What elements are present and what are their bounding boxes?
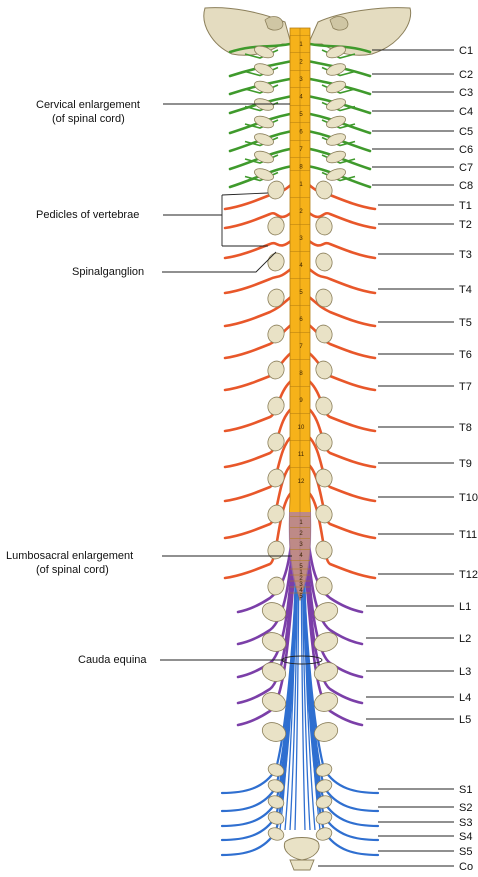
nerve-label-T8: T8	[459, 422, 472, 434]
nerve-label-T12: T12	[459, 569, 478, 581]
nerve-label-T1: T1	[459, 200, 472, 212]
spinal-cord: 123456781234567891011121234512345	[289, 28, 311, 600]
nerve-label-Co: Co	[459, 861, 473, 873]
vertebra-thoracic-right	[313, 467, 334, 489]
vertebra-thoracic-left	[265, 395, 286, 417]
nerve-label-C4: C4	[459, 106, 473, 118]
nerve-label-S1: S1	[459, 784, 472, 796]
vertebra-thoracic-left	[265, 467, 286, 489]
spinalganglion-leader	[162, 252, 276, 272]
nerve-label-T10: T10	[459, 492, 478, 504]
nerve-label-T3: T3	[459, 249, 472, 261]
nerve-label-T11: T11	[459, 529, 477, 541]
nerve-label-T7: T7	[459, 381, 472, 393]
cord-segment-thoracic-11: 11	[298, 452, 305, 458]
nerve-label-T9: T9	[459, 458, 472, 470]
nerve-label-C5: C5	[459, 126, 473, 138]
nerve-label-T6: T6	[459, 349, 472, 361]
nerve-label-S2: S2	[459, 802, 472, 814]
nerve-label-C2: C2	[459, 69, 473, 81]
vertebra-thoracic-right	[313, 179, 334, 201]
lumbosacral-enlargement-label: Lumbosacral enlargement	[6, 550, 133, 562]
vertebra-thoracic-right	[313, 323, 334, 345]
vertebra-thoracic-right	[313, 287, 334, 309]
nerve-label-C3: C3	[459, 87, 473, 99]
nerve-label-T2: T2	[459, 219, 472, 231]
vertebra-thoracic-left	[265, 539, 286, 561]
nerve-label-S3: S3	[459, 817, 472, 829]
coccyx	[284, 838, 319, 871]
vertebra-thoracic-left	[265, 287, 286, 309]
nerve-label-C6: C6	[459, 144, 473, 156]
nerve-label-C1: C1	[459, 45, 473, 57]
nerve-label-S5: S5	[459, 846, 472, 858]
cauda-equina-label: Cauda equina	[78, 654, 147, 666]
nerve-label-L1: L1	[459, 601, 471, 613]
nerve-label-C8: C8	[459, 180, 473, 192]
vertebra-thoracic-left	[265, 323, 286, 345]
vertebra-thoracic-right	[313, 539, 334, 561]
lumbosacral-enlargement-sublabel: (of spinal cord)	[36, 564, 109, 576]
nerve-label-T5: T5	[459, 317, 472, 329]
cord-segment-thoracic-10: 10	[298, 425, 305, 431]
vertebra-thoracic-left	[265, 179, 286, 201]
nerve-label-L2: L2	[459, 633, 471, 645]
vertebra-thoracic-left	[265, 251, 286, 273]
nerve-label-L4: L4	[459, 692, 471, 704]
pedicles-label: Pedicles of vertebrae	[36, 209, 139, 221]
spinalganglion-label: Spinalganglion	[72, 266, 144, 278]
nerve-label-L3: L3	[459, 666, 471, 678]
cord-segment-thoracic-12: 12	[298, 479, 305, 485]
nerve-T4-right	[308, 268, 375, 293]
cervical-enlargement-label: Cervical enlargement	[36, 99, 140, 111]
nerve-label-S4: S4	[459, 831, 472, 843]
vertebra-thoracic-right	[313, 251, 334, 273]
nerve-label-C7: C7	[459, 162, 473, 174]
vertebra-thoracic-right	[313, 395, 334, 417]
cervical-enlargement-sublabel: (of spinal cord)	[52, 113, 125, 125]
nerve-label-L5: L5	[459, 714, 471, 726]
nerve-label-T4: T4	[459, 284, 472, 296]
